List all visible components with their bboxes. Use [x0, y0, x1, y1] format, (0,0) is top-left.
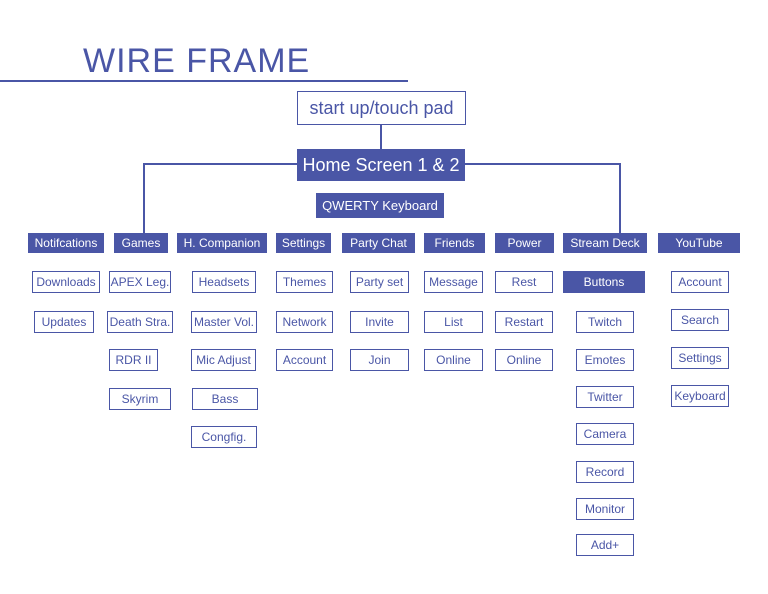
item-apex[interactable]: APEX Leg.	[109, 271, 171, 293]
title-underline	[0, 80, 408, 82]
item-themes[interactable]: Themes	[276, 271, 333, 293]
item-mic-adjust[interactable]: Mic Adjust	[191, 349, 256, 371]
item-camera[interactable]: Camera	[576, 423, 634, 445]
page-title: WIRE FRAME	[83, 42, 311, 80]
item-updates[interactable]: Updates	[34, 311, 94, 333]
item-list[interactable]: List	[424, 311, 483, 333]
item-account[interactable]: Account	[276, 349, 333, 371]
header-youtube[interactable]: YouTube	[658, 233, 740, 253]
item-yt-search[interactable]: Search	[671, 309, 729, 331]
item-twitch[interactable]: Twitch	[576, 311, 634, 333]
item-buttons[interactable]: Buttons	[563, 271, 645, 293]
item-downloads[interactable]: Downloads	[32, 271, 100, 293]
item-emotes[interactable]: Emotes	[576, 349, 634, 371]
item-rdr2[interactable]: RDR II	[109, 349, 158, 371]
item-twitter[interactable]: Twitter	[576, 386, 634, 408]
item-yt-settings[interactable]: Settings	[671, 347, 729, 369]
connector-start-home	[380, 125, 382, 149]
item-rest[interactable]: Rest	[495, 271, 553, 293]
keyboard-node[interactable]: QWERTY Keyboard	[316, 193, 444, 218]
item-invite[interactable]: Invite	[350, 311, 409, 333]
item-power-online[interactable]: Online	[495, 349, 553, 371]
item-friends-online[interactable]: Online	[424, 349, 483, 371]
header-settings[interactable]: Settings	[276, 233, 331, 253]
header-stream-deck[interactable]: Stream Deck	[563, 233, 647, 253]
item-restart[interactable]: Restart	[495, 311, 553, 333]
home-screen-node[interactable]: Home Screen 1 & 2	[297, 149, 465, 181]
item-yt-account[interactable]: Account	[671, 271, 729, 293]
item-bass[interactable]: Bass	[192, 388, 258, 410]
header-power[interactable]: Power	[495, 233, 554, 253]
connector-branch	[465, 163, 620, 165]
connector-stream-drop	[619, 163, 621, 233]
item-master-vol[interactable]: Master Vol.	[191, 311, 257, 333]
header-friends[interactable]: Friends	[424, 233, 485, 253]
header-party-chat[interactable]: Party Chat	[342, 233, 415, 253]
item-party-set[interactable]: Party set	[350, 271, 409, 293]
item-join[interactable]: Join	[350, 349, 409, 371]
header-games[interactable]: Games	[114, 233, 168, 253]
item-network[interactable]: Network	[276, 311, 333, 333]
item-yt-keyboard[interactable]: Keyboard	[671, 385, 729, 407]
connector-games-drop	[143, 163, 145, 233]
header-notifications[interactable]: Notifcations	[28, 233, 104, 253]
item-config[interactable]: Congfig.	[191, 426, 257, 448]
item-monitor[interactable]: Monitor	[576, 498, 634, 520]
item-death-stranding[interactable]: Death Stra.	[107, 311, 173, 333]
item-record[interactable]: Record	[576, 461, 634, 483]
header-companion[interactable]: H. Companion	[177, 233, 267, 253]
connector-branch	[143, 163, 298, 165]
item-headsets[interactable]: Headsets	[192, 271, 256, 293]
item-add[interactable]: Add+	[576, 534, 634, 556]
start-node[interactable]: start up/touch pad	[297, 91, 466, 125]
item-message[interactable]: Message	[424, 271, 483, 293]
item-skyrim[interactable]: Skyrim	[109, 388, 171, 410]
